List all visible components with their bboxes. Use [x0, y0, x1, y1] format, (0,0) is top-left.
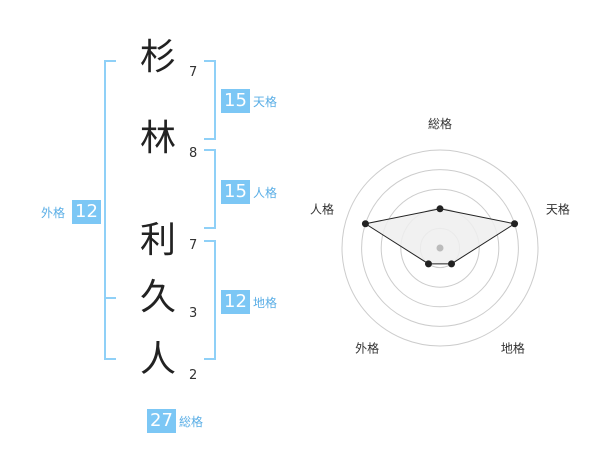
- stroke-count-5: 2: [189, 368, 198, 383]
- jinkaku-label: 人格: [253, 186, 278, 200]
- chikaku-bracket: [204, 240, 216, 360]
- stroke-count-4: 3: [189, 306, 198, 321]
- radar-grid-ring: [361, 169, 519, 327]
- tenkaku-value: 15: [221, 89, 250, 113]
- name-char-1: 杉: [140, 37, 177, 78]
- tenkaku-bracket: [204, 60, 216, 140]
- radar-axis-label-3: 地格: [501, 340, 525, 355]
- stroke-count-3: 7: [189, 238, 198, 253]
- radar-grid-ring: [380, 188, 500, 308]
- radar-axis-label-1: 総格: [428, 116, 452, 131]
- radar-axis-label-4: 外格: [355, 340, 379, 355]
- radar-axis-label-2: 天格: [546, 202, 570, 217]
- name-char-3: 利: [140, 220, 177, 261]
- radar-point-5: [361, 220, 369, 228]
- chikaku-label: 地格: [253, 296, 278, 310]
- jinkaku-value: 15: [221, 180, 250, 204]
- stroke-count-1: 7: [189, 65, 198, 80]
- stroke-count-2: 8: [189, 146, 198, 161]
- gaikaku-label: 外格: [41, 206, 66, 220]
- name-char-2: 林: [140, 118, 177, 159]
- radar-data-polygon: [364, 208, 516, 265]
- name-char-5: 人: [140, 339, 177, 380]
- radar-center-dot: [436, 244, 444, 252]
- soukaku-label: 総格: [179, 415, 204, 429]
- radar-point-1: [436, 205, 444, 213]
- gaikaku-bracket-tick: [104, 297, 116, 299]
- radar-point-4: [424, 260, 432, 268]
- radar-axis-label-5: 人格: [310, 202, 334, 217]
- soukaku-value: 27: [147, 409, 176, 433]
- gaikaku-bracket: [104, 60, 116, 360]
- radar-point-2: [511, 220, 519, 228]
- radar-point-3: [448, 260, 456, 268]
- chikaku-value: 12: [221, 290, 250, 314]
- radar-grid-ring: [341, 149, 539, 347]
- jinkaku-bracket: [204, 149, 216, 229]
- tenkaku-label: 天格: [253, 95, 278, 109]
- gaikaku-value: 12: [72, 200, 101, 224]
- name-char-4: 久: [140, 277, 177, 318]
